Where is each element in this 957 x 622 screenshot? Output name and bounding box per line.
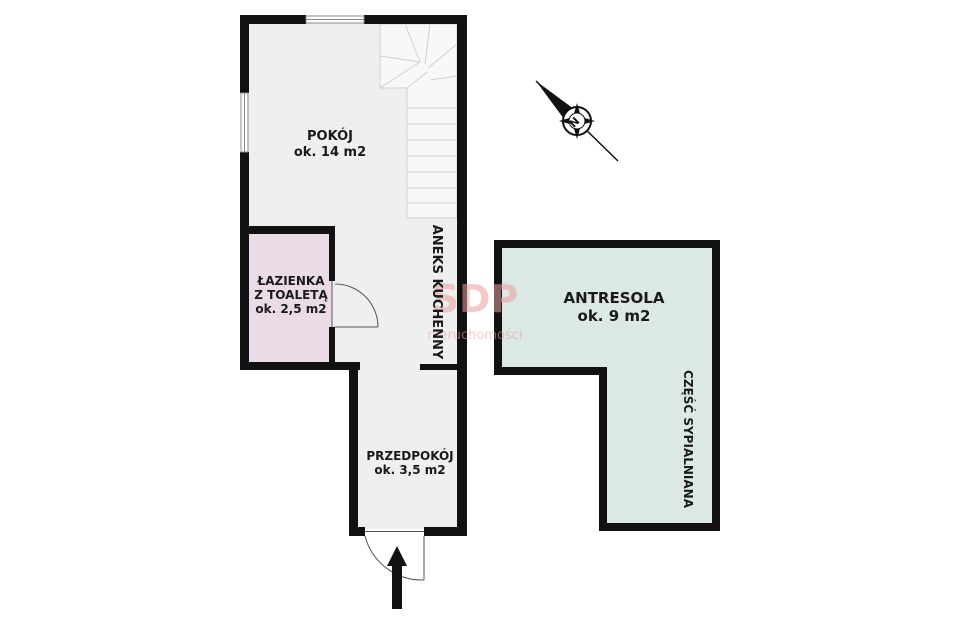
windows [240, 15, 365, 153]
watermark-tagline: nieruchomości [428, 328, 523, 343]
room-name-antresola: ANTRESOLA [564, 289, 665, 307]
room-area-lazienka: ok. 2,5 m2 [255, 302, 326, 316]
room-name-aneks: ANEKS KUCHENNY [429, 225, 444, 360]
main-unit [240, 15, 467, 609]
room-name-lazienka-2: Z TOALETĄ [254, 288, 328, 302]
entrance-arrow-icon [387, 546, 407, 609]
doors [331, 281, 425, 581]
compass-icon: N [535, 80, 619, 162]
entrance-door [364, 531, 425, 581]
room-name-lazienka-1: ŁAZIENKA [257, 274, 326, 288]
watermark-logo: SDP [432, 277, 519, 321]
przedpokoj-floor [354, 363, 461, 529]
room-name-pokoj: POKÓJ [307, 128, 353, 144]
room-area-antresola: ok. 9 m2 [578, 307, 651, 325]
mezzanine-unit [494, 240, 720, 531]
room-area-pokoj: ok. 14 m2 [294, 145, 366, 160]
room-name-sypialnia: CZĘŚĆ SYPIALNIANA [681, 370, 696, 509]
bathroom-door [331, 281, 379, 328]
room-area-przedpokoj: ok. 3,5 m2 [374, 463, 445, 477]
walls [240, 15, 467, 536]
bathroom-floor [247, 232, 332, 363]
watermark: SDP nieruchomości [428, 277, 523, 343]
mezzanine-walls [494, 240, 720, 531]
room-name-przedpokoj: PRZEDPOKÓJ [366, 448, 453, 463]
